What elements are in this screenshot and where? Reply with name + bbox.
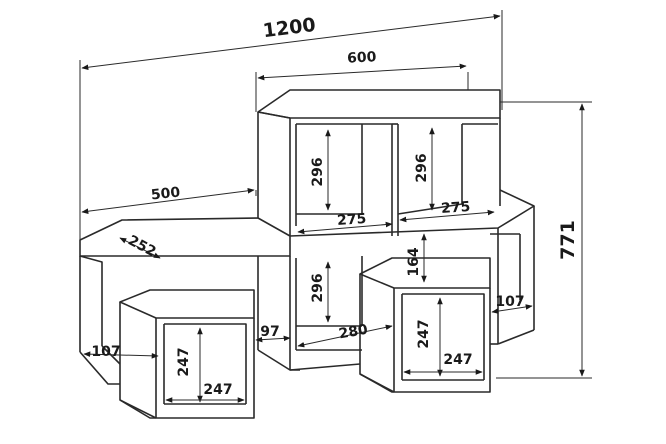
dim-line-252 — [119, 237, 161, 259]
dim-line-1200 — [81, 13, 501, 71]
label-296-top-right: 296 — [414, 153, 430, 182]
dim-line-600 — [257, 63, 467, 81]
label-1200: 1200 — [262, 14, 317, 42]
top-box-top — [257, 89, 501, 119]
label-107-left: 107 — [91, 344, 120, 360]
dim-line-107-right — [491, 304, 533, 314]
label-500: 500 — [150, 185, 181, 204]
long-shelf-top — [79, 217, 291, 257]
label-280: 280 — [338, 322, 370, 343]
dim-line-280 — [297, 324, 393, 348]
left-cube-top — [119, 289, 255, 319]
label-97: 97 — [260, 324, 279, 340]
label-107-right: 107 — [495, 294, 524, 310]
right-cube-top — [359, 257, 491, 289]
label-247-right-width: 247 — [443, 352, 472, 368]
dimension-labels: 1200 600 500 771 252 296 296 275 275 296… — [91, 14, 579, 398]
label-275-left: 275 — [337, 211, 367, 229]
dim-line-500 — [81, 188, 255, 214]
label-247-right-height: 247 — [416, 319, 432, 348]
label-275-right: 275 — [441, 199, 471, 217]
label-296-middle: 296 — [310, 273, 326, 302]
label-247-left-height: 247 — [176, 347, 192, 376]
dim-line-97 — [255, 335, 291, 343]
dim-line-275-b — [399, 209, 495, 223]
dimension-lines — [81, 13, 585, 403]
dim-line-107-left — [83, 351, 159, 359]
label-771: 771 — [557, 220, 579, 260]
extension-lines — [79, 10, 592, 379]
label-247-left-width: 247 — [203, 382, 232, 398]
label-164: 164 — [406, 247, 422, 276]
dim-line-275-a — [297, 221, 393, 235]
label-296-top-left: 296 — [310, 157, 326, 186]
shelf-outline — [79, 89, 535, 419]
label-600: 600 — [347, 49, 377, 67]
